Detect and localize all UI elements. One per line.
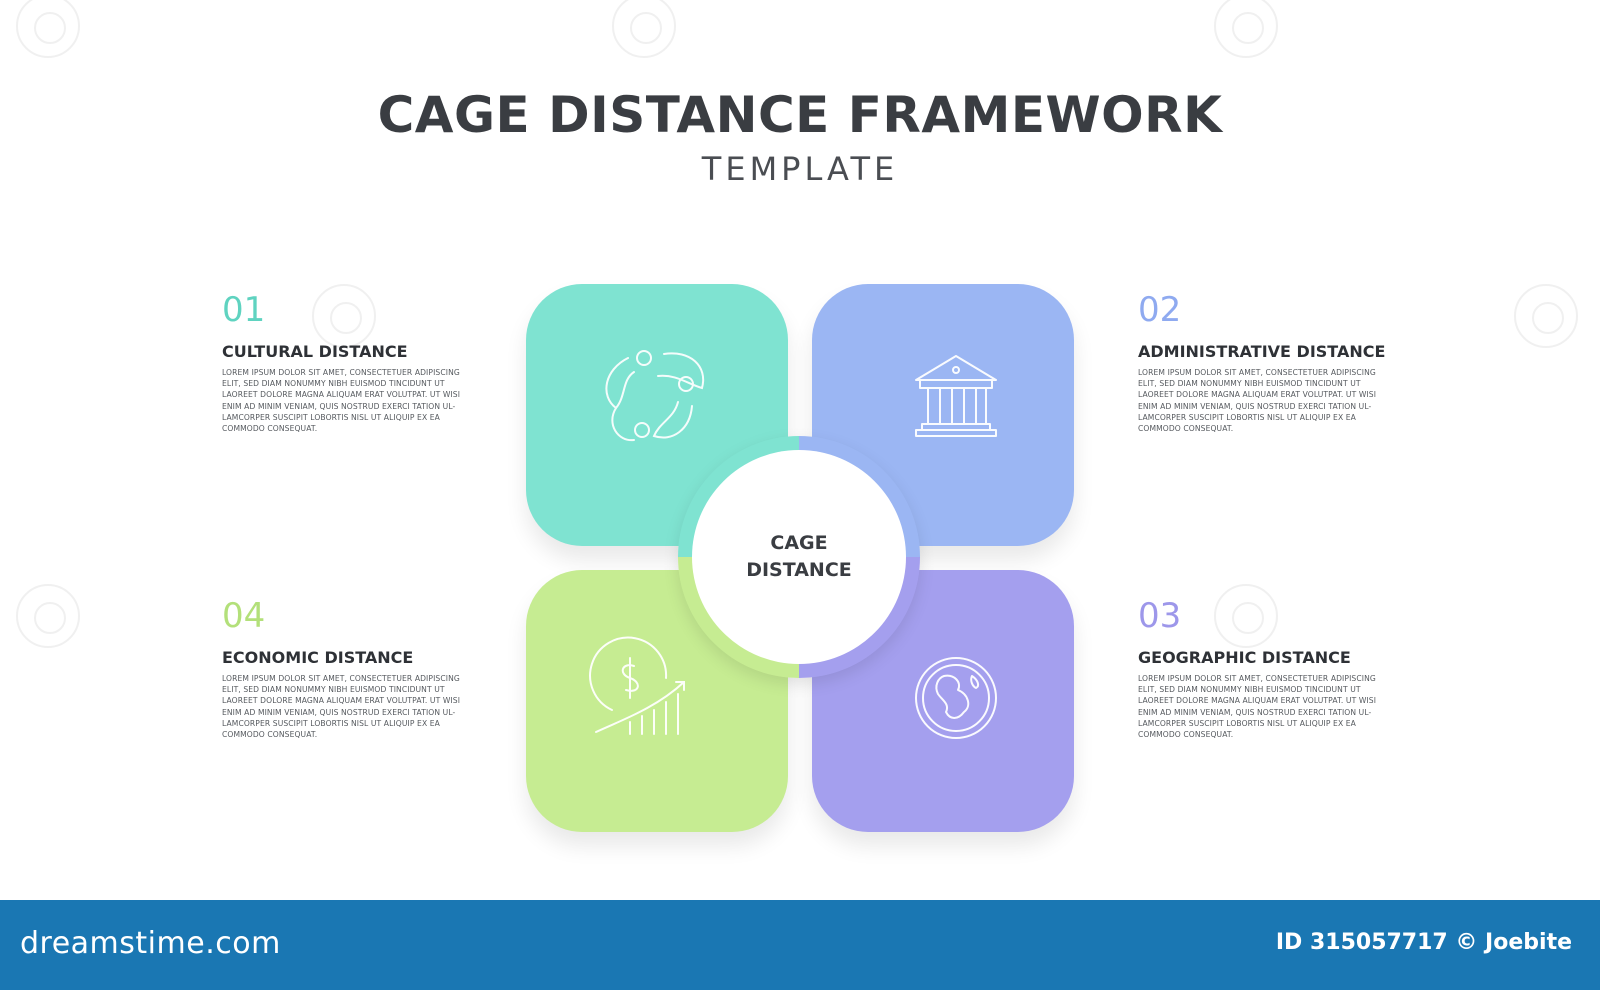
- hub-label-line1: CAGE: [770, 532, 828, 554]
- watermark-mark: [16, 0, 80, 58]
- item-label: CULTURAL DISTANCE: [222, 342, 408, 361]
- watermark-mark: [1514, 284, 1578, 348]
- item-geographic: 03 GEOGRAPHIC DISTANCE LOREM IPSUM DOLOR…: [1138, 596, 1378, 740]
- item-label: ECONOMIC DISTANCE: [222, 648, 414, 667]
- item-economic: 04 ECONOMIC DISTANCE LOREM IPSUM DOLOR S…: [222, 596, 462, 740]
- globe-icon: [915, 657, 997, 739]
- footer-brand[interactable]: dreamstime.com: [20, 926, 281, 961]
- people-circle-icon: [605, 350, 705, 442]
- item-number: 03: [1138, 596, 1182, 636]
- item-description: LOREM IPSUM DOLOR SIT AMET, CONSECTETUER…: [222, 674, 461, 740]
- watermark-mark: [312, 284, 376, 348]
- hub-label-line2: DISTANCE: [746, 559, 852, 581]
- watermark-mark: [612, 0, 676, 58]
- item-number: 01: [222, 290, 266, 330]
- item-label: ADMINISTRATIVE DISTANCE: [1138, 342, 1386, 361]
- footer-stock-id: ID 315057717 © Joebite: [1275, 930, 1572, 955]
- item-description: LOREM IPSUM DOLOR SIT AMET, CONSECTETUER…: [222, 368, 461, 434]
- footer-bar: dreamstime.com ID 315057717 © Joebite: [0, 900, 1600, 990]
- watermark-mark: [16, 584, 80, 648]
- watermark-mark: [1214, 0, 1278, 58]
- watermark-mark: [1214, 584, 1278, 648]
- government-building-icon: [915, 355, 997, 437]
- petal-administrative: [812, 284, 1074, 546]
- item-number: 04: [222, 596, 266, 636]
- page-title: CAGE DISTANCE FRAMEWORK: [377, 86, 1223, 144]
- item-number: 02: [1138, 290, 1182, 330]
- cage-diagram: CAGE DISTANCE: [520, 282, 1080, 842]
- item-description: LOREM IPSUM DOLOR SIT AMET, CONSECTETUER…: [1138, 368, 1377, 434]
- item-description: LOREM IPSUM DOLOR SIT AMET, CONSECTETUER…: [1138, 674, 1377, 740]
- item-administrative: 02 ADMINISTRATIVE DISTANCE LOREM IPSUM D…: [1138, 290, 1386, 434]
- item-cultural: 01 CULTURAL DISTANCE LOREM IPSUM DOLOR S…: [222, 290, 462, 434]
- center-hub: CAGE DISTANCE: [692, 450, 906, 664]
- page-subtitle: TEMPLATE: [701, 150, 899, 188]
- dollar-growth-icon: [589, 636, 685, 735]
- item-label: GEOGRAPHIC DISTANCE: [1138, 648, 1351, 667]
